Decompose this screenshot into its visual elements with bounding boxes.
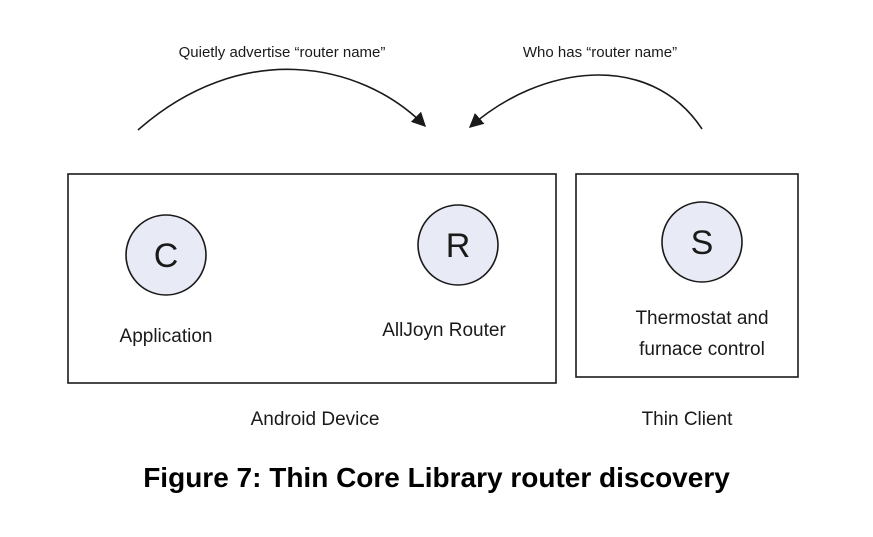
query-arrow: [468, 74, 703, 130]
advertise-arrow: [137, 68, 427, 131]
thin-client-box: [575, 173, 799, 378]
client-node: C: [125, 214, 207, 296]
query-arrow-label: Who has “router name”: [523, 44, 677, 61]
advertise-arrow-label: Quietly advertise “router name”: [179, 44, 386, 61]
client-node-label: Application: [120, 326, 213, 347]
client-node-circle: [125, 214, 207, 296]
figure-caption: Figure 7: Thin Core Library router disco…: [143, 462, 730, 493]
router-node-circle: [417, 204, 499, 286]
service-node-label-line2: furnace control: [639, 339, 765, 360]
client-node-letter: C: [154, 237, 179, 275]
router-node-letter: R: [446, 227, 471, 265]
router-node-label: AllJoyn Router: [382, 320, 506, 341]
android-device-label: Android Device: [251, 409, 380, 430]
service-node: S: [661, 201, 743, 283]
service-node-label-line1: Thermostat and: [635, 308, 768, 329]
router-node: R: [417, 204, 499, 286]
android-device-box: [67, 173, 557, 384]
service-node-letter: S: [691, 224, 714, 262]
thin-client-label: Thin Client: [642, 409, 734, 430]
service-node-circle: [661, 201, 743, 283]
